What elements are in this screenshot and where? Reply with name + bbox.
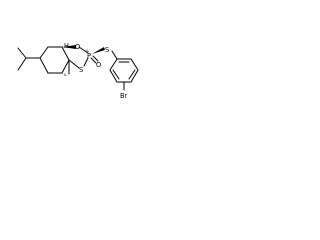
bond-p-o-double-b [92, 55, 99, 62]
bond-aryl-4 [130, 69, 139, 83]
bond-s-c [68, 59, 80, 69]
structure-canvas: H O P S S O Br & & [0, 0, 152, 152]
bond-aryl-5 [130, 58, 139, 71]
stereo-label-lower: & [64, 73, 67, 77]
atom-thio-sulfur-label: S [105, 46, 109, 54]
bond-ring-3 [61, 46, 70, 61]
bond-ring-1 [39, 46, 49, 59]
bond-aryl-inner-b [128, 69, 136, 80]
bond-aryl-inner-a [112, 69, 120, 80]
stereo-label-upper: & [86, 49, 89, 53]
bond-ring-4 [61, 59, 70, 74]
atom-ring-oxygen-label: O [75, 43, 80, 51]
bond-wedge-p-s [92, 47, 105, 54]
atom-bromine-label: Br [120, 92, 128, 100]
bond-p-o-double-a [90, 57, 97, 64]
bond-isopropyl-methyl-a [17, 47, 27, 59]
atom-phosphorus-label: P [87, 52, 91, 60]
molecule-drawing: H O P S S O Br & & [17, 42, 139, 100]
bond-p-s-ring [83, 57, 89, 67]
atom-phosphoryl-oxygen-label: O [96, 61, 101, 69]
bond-wedge-c-o [62, 45, 76, 49]
atom-h-label: H [64, 42, 69, 50]
bond-aryl-1 [109, 58, 118, 71]
bond-s-aryl [111, 50, 118, 60]
bond-ring-6 [39, 57, 49, 74]
bond-isopropyl-methyl-b [17, 57, 27, 71]
atom-ring-sulfur-label: S [79, 66, 83, 74]
bond-o-p [78, 46, 89, 54]
bond-aryl-2 [109, 69, 118, 83]
